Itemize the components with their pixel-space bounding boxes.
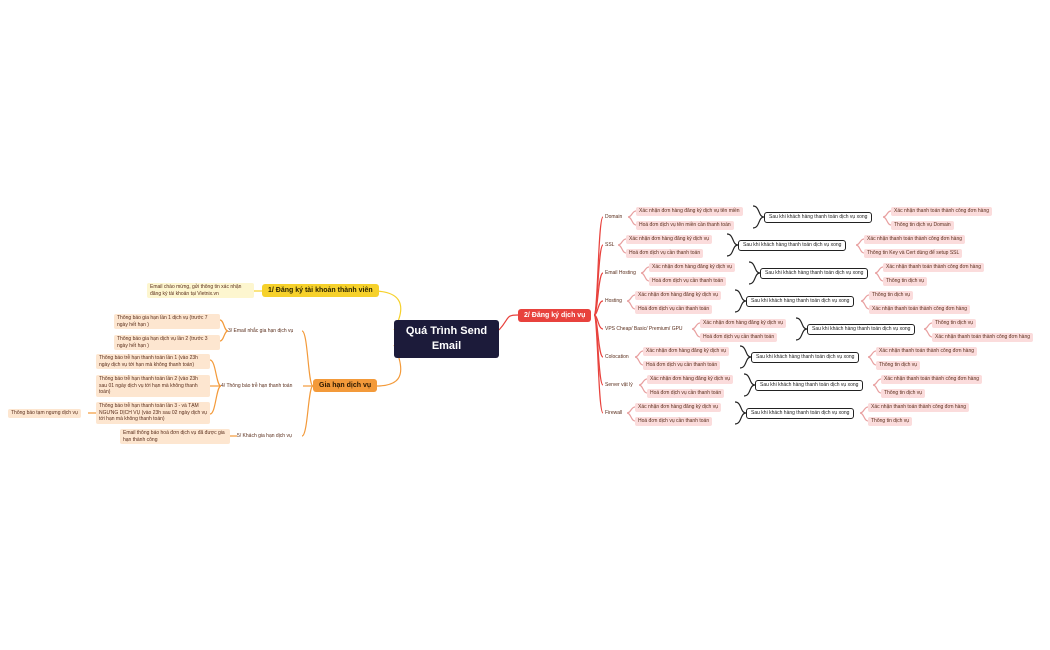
service-5-name[interactable]: Colocation [605,354,629,360]
service-3-name[interactable]: Hosting [605,298,622,304]
service-3-order-confirm[interactable]: Xác nhận đơn hàng đăng ký dịch vụ [635,291,722,300]
service-4-invoice[interactable]: Hoá đơn dịch vụ cần thanh toán [700,333,778,342]
service-1-result-2[interactable]: Thông tin Key và Cert dùng để setup SSL [864,249,963,258]
service-1-invoice[interactable]: Hoá đơn dịch vụ cần thanh toán [626,249,704,258]
service-0-result-1[interactable]: Xác nhận thanh toán thành công đơn hàng [891,207,993,216]
service-0-order-confirm[interactable]: Xác nhận đơn hàng đăng ký dịch vụ tên mi… [636,207,743,216]
leaf-late-1[interactable]: Thông báo trễ hạn thanh toán lần 1 (vào … [96,354,210,369]
service-3-invoice[interactable]: Hoá đơn dịch vụ cần thanh toán [635,305,713,314]
service-2-result-1[interactable]: Xác nhận thanh toán thành công đơn hàng [883,263,985,272]
service-6-invoice[interactable]: Hoá đơn dịch vụ cần thanh toán [647,389,725,398]
sub-renewed[interactable]: 5/ Khách gia hạn dịch vụ [237,433,292,439]
branch-renew-service[interactable]: Gia hạn dịch vụ [313,379,378,392]
service-1-name[interactable]: SSL [605,242,615,248]
sub-reminder-email[interactable]: 3/ Email nhắc gia hạn dịch vụ [228,328,294,334]
sub-late-payment[interactable]: 4/ Thông báo trễ hạn thanh toán [221,383,293,389]
leaf-welcome-email[interactable]: Email chào mừng, gửi thông tin xác nhận … [147,283,254,298]
service-2-after-payment[interactable]: Sau khi khách hàng thanh toán dịch vụ xo… [760,268,869,279]
service-2-name[interactable]: Email Hosting [605,270,636,276]
service-5-result-2[interactable]: Thông tin dịch vụ [876,361,921,370]
service-6-after-payment[interactable]: Sau khi khách hàng thanh toán dịch vụ xo… [755,380,864,391]
root-node[interactable]: Quá Trình Send Email [394,320,499,358]
service-6-result-1[interactable]: Xác nhận thanh toán thành công đơn hàng [881,375,983,384]
service-0-after-payment[interactable]: Sau khi khách hàng thanh toán dịch vụ xo… [764,212,873,223]
service-7-invoice[interactable]: Hoá đơn dịch vụ cần thanh toán [635,417,713,426]
leaf-late-2[interactable]: Thông báo trễ hạn thanh toán lần 2 (vào … [96,375,210,397]
service-3-after-payment[interactable]: Sau khi khách hàng thanh toán dịch vụ xo… [746,296,855,307]
service-5-order-confirm[interactable]: Xác nhận đơn hàng đăng ký dịch vụ [643,347,730,356]
leaf-reminder-2[interactable]: Thông báo gia hạn dịch vụ lần 2 (trước 3… [114,335,220,350]
service-4-order-confirm[interactable]: Xác nhận đơn hàng đăng ký dịch vụ [700,319,787,328]
service-1-result-1[interactable]: Xác nhận thanh toán thành công đơn hàng [864,235,966,244]
branch-register-member[interactable]: 1/ Đăng ký tài khoản thành viên [262,284,379,297]
service-4-result-2[interactable]: Xác nhận thanh toán thành công đơn hàng [932,333,1034,342]
leaf-suspend-notice[interactable]: Thông báo tạm ngưng dịch vụ [8,409,81,418]
service-5-result-1[interactable]: Xác nhận thanh toán thành công đơn hàng [876,347,978,356]
service-3-result-1[interactable]: Thông tin dịch vụ [869,291,914,300]
branch-register-service[interactable]: 2/ Đăng ký dịch vụ [518,309,592,322]
service-5-invoice[interactable]: Hoá đơn dịch vụ cần thanh toán [643,361,721,370]
leaf-reminder-1[interactable]: Thông báo gia hạn lần 1 dịch vụ (trước 7… [114,314,220,329]
service-6-result-2[interactable]: Thông tin dịch vụ [881,389,926,398]
service-4-after-payment[interactable]: Sau khi khách hàng thanh toán dịch vụ xo… [807,324,916,335]
service-0-name[interactable]: Domain [605,214,623,220]
service-2-order-confirm[interactable]: Xác nhận đơn hàng đăng ký dịch vụ [649,263,736,272]
service-6-order-confirm[interactable]: Xác nhận đơn hàng đăng ký dịch vụ [647,375,734,384]
leaf-late-3[interactable]: Thông báo trễ hạn thanh toán lần 3 - và … [96,402,210,424]
service-3-result-2[interactable]: Xác nhận thanh toán thành công đơn hàng [869,305,971,314]
service-7-order-confirm[interactable]: Xác nhận đơn hàng đăng ký dịch vụ [635,403,722,412]
leaf-renewed-invoice[interactable]: Email thông báo hoá đơn dịch vụ đã được … [120,429,230,444]
service-0-result-2[interactable]: Thông tin dịch vụ Domain [891,221,954,230]
service-5-after-payment[interactable]: Sau khi khách hàng thanh toán dịch vụ xo… [751,352,860,363]
service-2-result-2[interactable]: Thông tin dịch vụ [883,277,928,286]
service-0-invoice[interactable]: Hoá đơn dịch vụ tên miền cần thanh toán [636,221,734,230]
service-1-order-confirm[interactable]: Xác nhận đơn hàng đăng ký dịch vụ [626,235,713,244]
service-4-result-1[interactable]: Thông tin dịch vụ [932,319,977,328]
service-7-name[interactable]: Firewall [605,410,623,416]
service-2-invoice[interactable]: Hoá đơn dịch vụ cần thanh toán [649,277,727,286]
service-6-name[interactable]: Server vật lý [605,382,633,388]
service-1-after-payment[interactable]: Sau khi khách hàng thanh toán dịch vụ xo… [738,240,847,251]
service-7-result-1[interactable]: Xác nhận thanh toán thành công đơn hàng [868,403,970,412]
service-7-result-2[interactable]: Thông tin dịch vụ [868,417,913,426]
service-4-name[interactable]: VPS Cheap/ Basic/ Premium/ GPU [605,326,683,332]
service-7-after-payment[interactable]: Sau khi khách hàng thanh toán dịch vụ xo… [746,408,855,419]
